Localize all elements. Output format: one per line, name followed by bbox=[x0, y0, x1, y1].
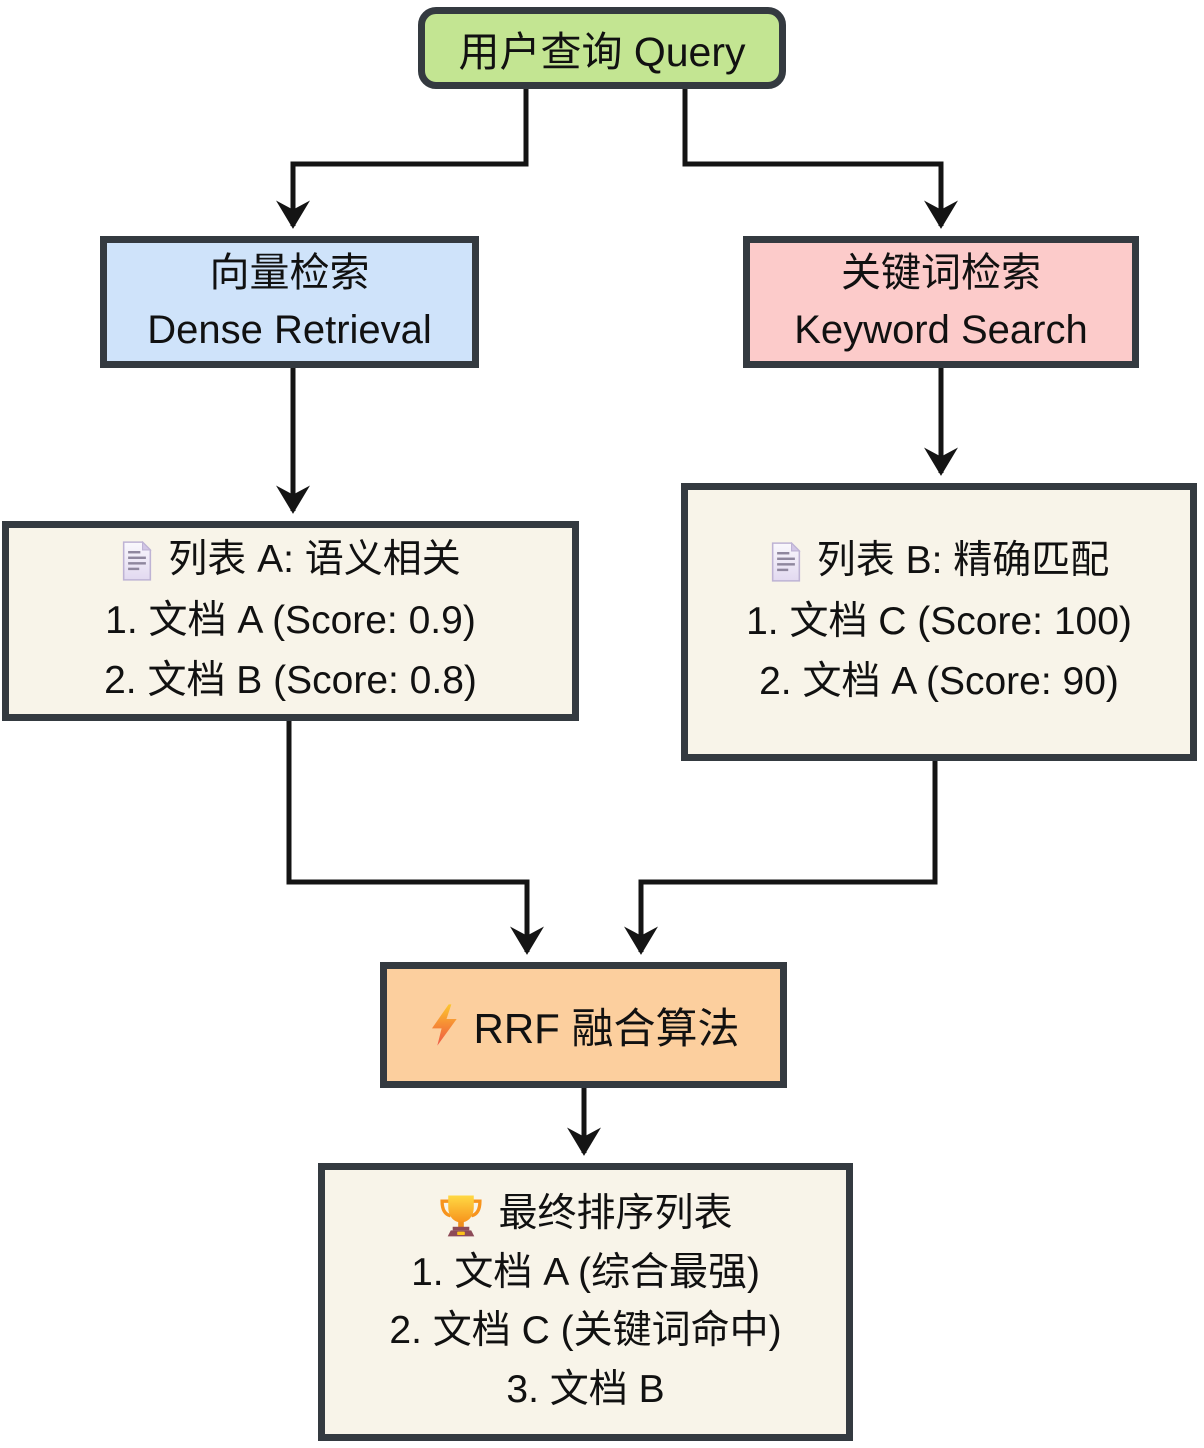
edge-lista-rrf bbox=[286, 721, 544, 955]
list-item: 2. 文档 C (关键词命中) bbox=[389, 1309, 782, 1352]
document-icon bbox=[769, 541, 803, 582]
trophy-icon bbox=[438, 1191, 484, 1237]
edge-listb-rrf bbox=[624, 761, 938, 955]
node-dense-label-zh: 向量检索 bbox=[209, 251, 370, 296]
list-item: 1. 文档 C (Score: 100) bbox=[746, 599, 1132, 643]
node-user-query-label: 用户查询 Query bbox=[458, 29, 746, 75]
node-keyword-label-en: Keyword Search bbox=[794, 308, 1088, 352]
node-final-header: 最终排序列表 bbox=[438, 1185, 733, 1244]
list-item: 2. 文档 B (Score: 0.8) bbox=[104, 659, 477, 703]
lightning-icon bbox=[428, 1003, 460, 1047]
list-item: 1. 文档 A (综合最强) bbox=[411, 1250, 760, 1294]
node-rrf-header: RRF 融合算法 bbox=[428, 995, 740, 1056]
node-list-a-title: 列表 A: 语义相关 bbox=[168, 538, 461, 582]
node-user-query: 用户查询 Query bbox=[418, 7, 786, 89]
node-list-a: 列表 A: 语义相关 1. 文档 A (Score: 0.9) 2. 文档 B … bbox=[2, 521, 579, 721]
node-dense-label-en: Dense Retrieval bbox=[147, 308, 432, 352]
list-item: 1. 文档 A (Score: 0.9) bbox=[105, 598, 476, 642]
node-list-b: 列表 B: 精确匹配 1. 文档 C (Score: 100) 2. 文档 A … bbox=[681, 483, 1197, 761]
node-list-b-header: 列表 B: 精确匹配 bbox=[769, 531, 1110, 591]
list-item: 3. 文档 B bbox=[506, 1367, 665, 1411]
edge-query-keyword bbox=[682, 89, 958, 229]
node-list-b-title: 列表 B: 精确匹配 bbox=[816, 539, 1110, 583]
node-list-a-header: 列表 A: 语义相关 bbox=[120, 530, 461, 590]
list-item: 2. 文档 A (Score: 90) bbox=[759, 660, 1119, 704]
node-dense-retrieval: 向量检索 Dense Retrieval bbox=[100, 236, 479, 368]
edge-query-dense bbox=[276, 89, 529, 229]
node-keyword-search: 关键词检索 Keyword Search bbox=[743, 236, 1139, 368]
document-icon bbox=[120, 540, 154, 581]
node-rrf-label: RRF 融合算法 bbox=[473, 1004, 740, 1052]
node-final-title: 最终排序列表 bbox=[498, 1192, 733, 1235]
node-final-ranking: 最终排序列表 1. 文档 A (综合最强) 2. 文档 C (关键词命中) 3.… bbox=[318, 1163, 853, 1441]
node-rrf-fusion: RRF 融合算法 bbox=[380, 962, 787, 1088]
node-keyword-label-zh: 关键词检索 bbox=[841, 251, 1041, 296]
